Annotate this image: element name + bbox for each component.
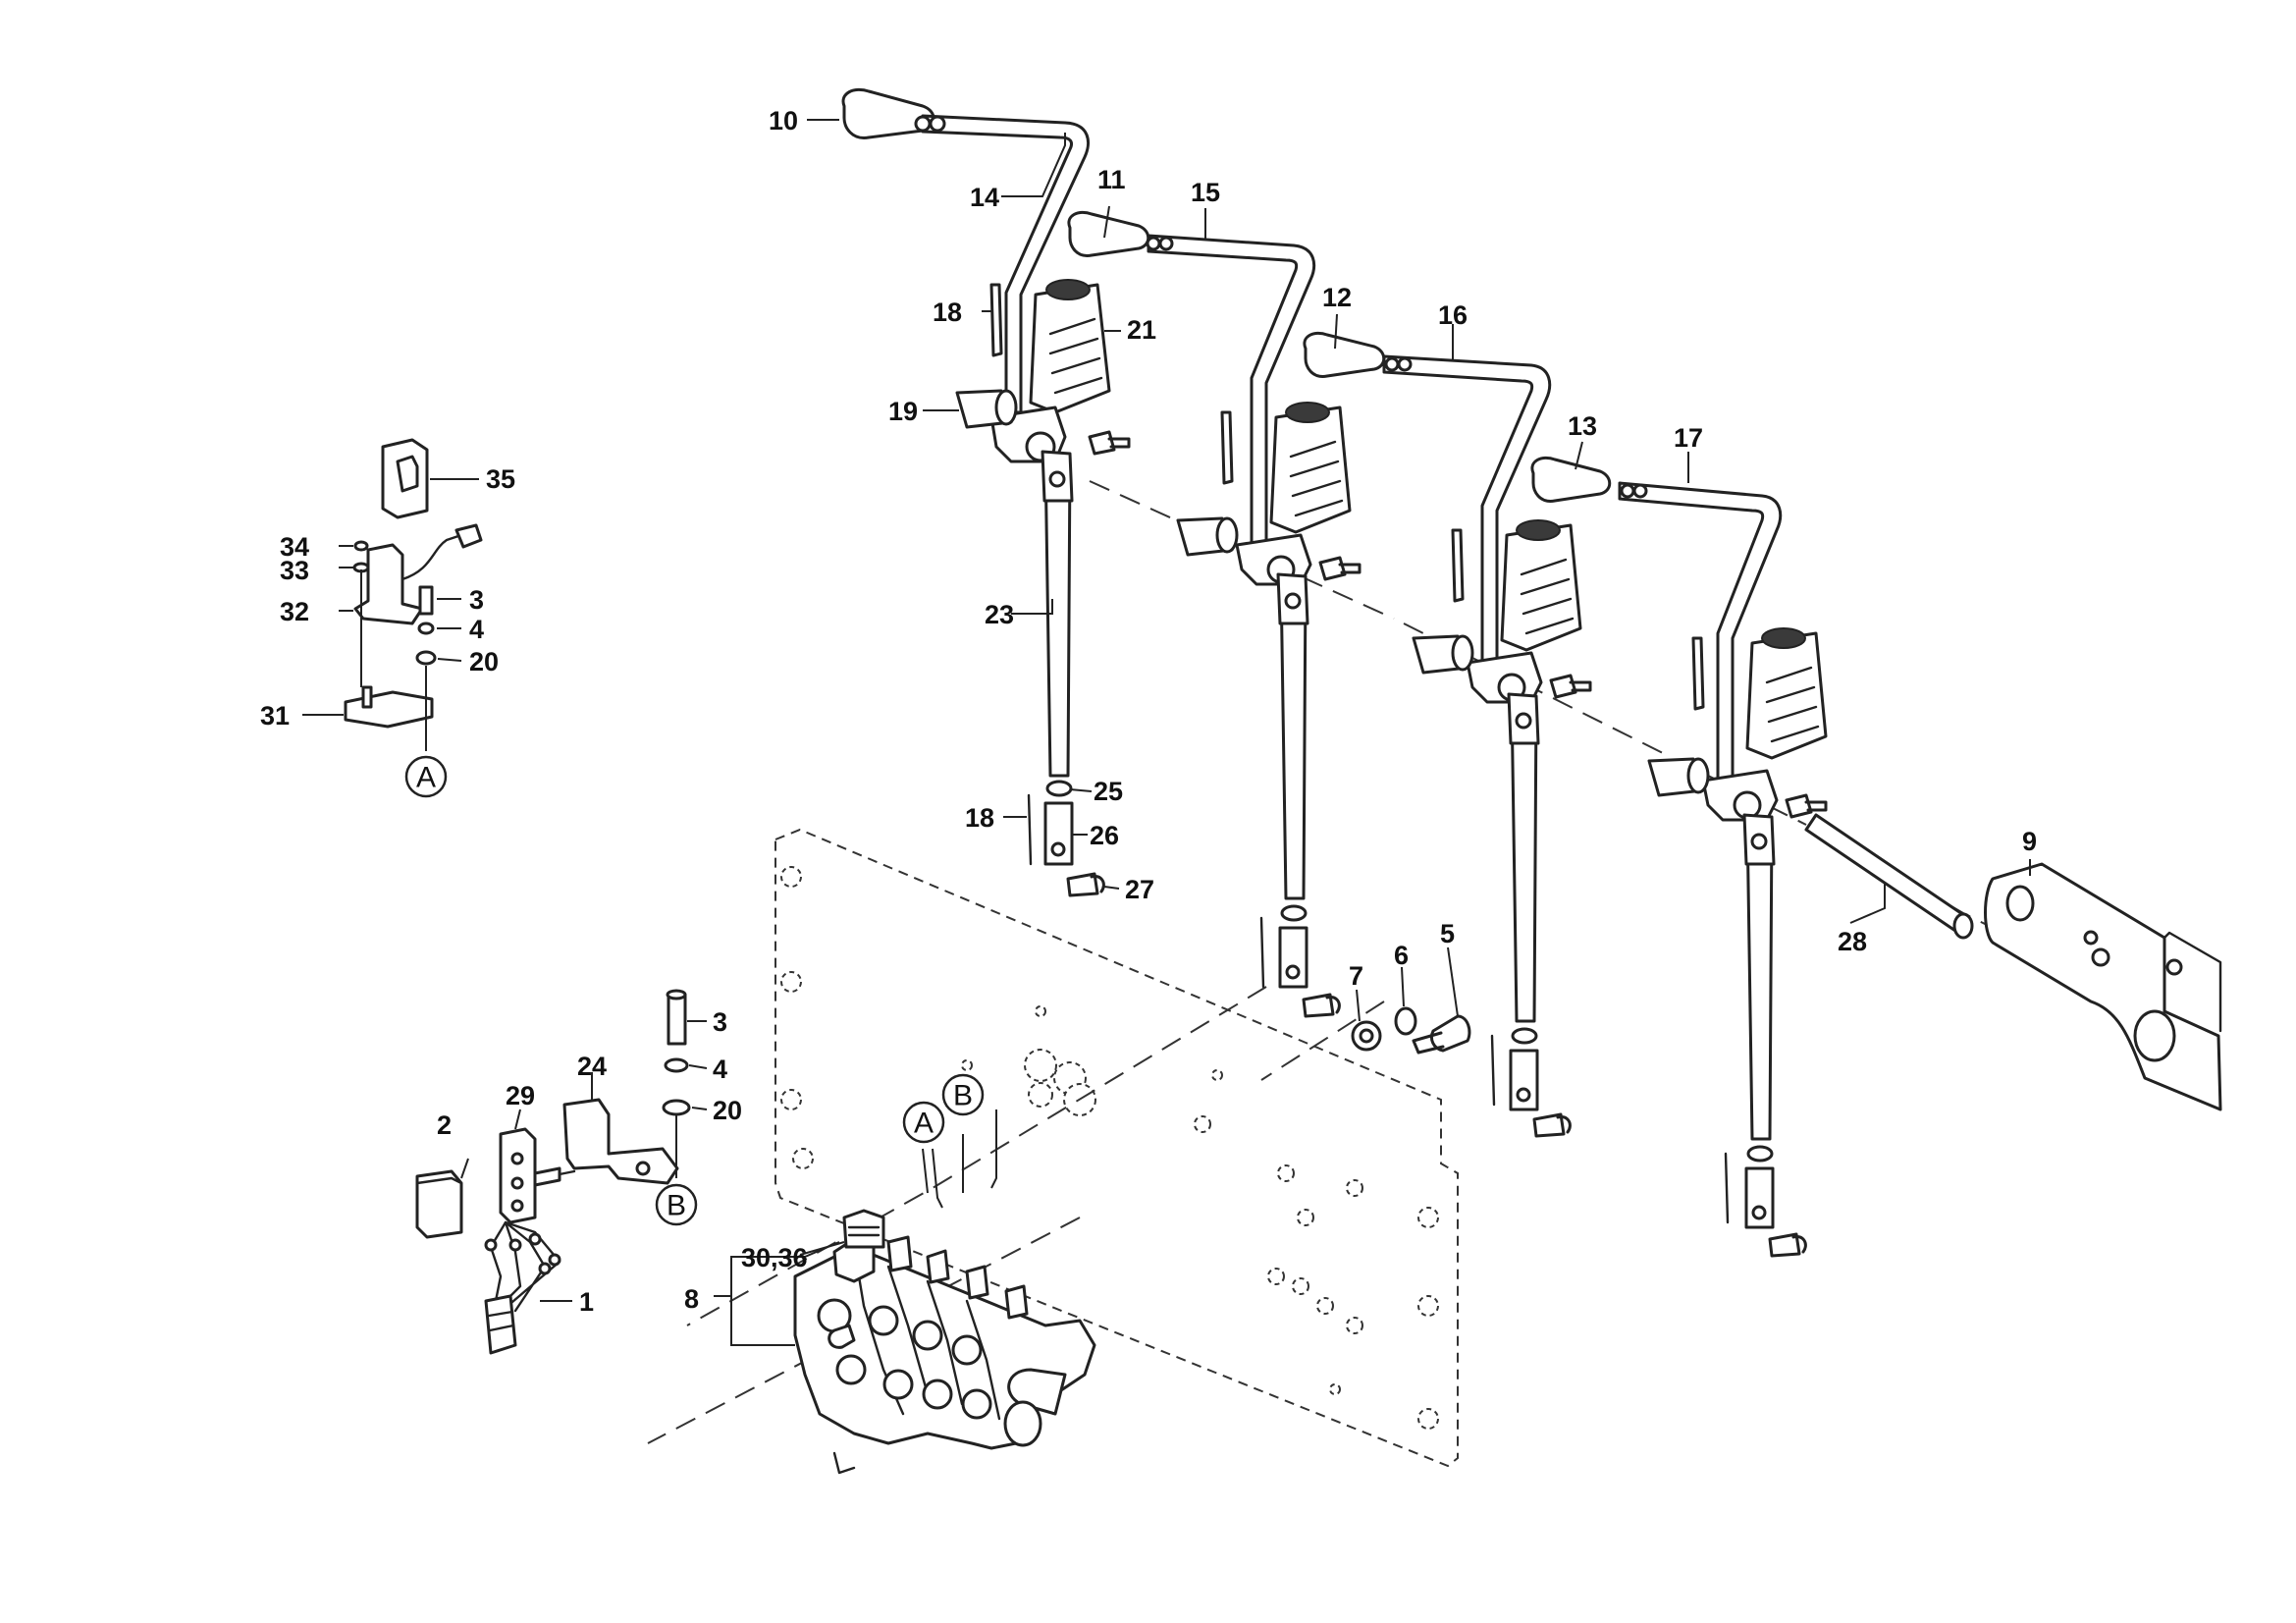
callout-4a: 4 xyxy=(469,615,484,644)
callout-30-36: 30,36 xyxy=(741,1243,808,1272)
mounting-hardware-group xyxy=(1351,1006,1471,1055)
callout-19: 19 xyxy=(888,397,918,426)
lock-washer-4 xyxy=(417,622,435,635)
callout-32: 32 xyxy=(280,597,309,626)
callout-2: 2 xyxy=(437,1110,452,1140)
callout-25: 25 xyxy=(1094,777,1123,806)
callout-31: 31 xyxy=(260,701,290,730)
callout-13: 13 xyxy=(1568,411,1597,441)
control-lever-assembly-3 xyxy=(1303,331,1592,1138)
callout-10: 10 xyxy=(769,106,798,135)
callout-12: 12 xyxy=(1322,283,1352,312)
mounting-plate xyxy=(774,828,1459,1468)
callout-35: 35 xyxy=(486,464,515,494)
lever-knob-11 xyxy=(1067,210,1150,257)
callout-11: 11 xyxy=(1097,165,1126,194)
callout-26: 26 xyxy=(1090,821,1119,850)
pivot-shaft-and-bracket xyxy=(1804,813,2222,1111)
callout-28: 28 xyxy=(1838,927,1867,956)
washer-20 xyxy=(415,650,437,666)
mounting-plate-holes xyxy=(780,866,1439,1430)
callout-17: 17 xyxy=(1674,423,1703,453)
callout-20a: 20 xyxy=(469,647,499,676)
callout-29: 29 xyxy=(506,1081,535,1110)
sensor-body-32 xyxy=(353,543,424,625)
callout-16: 16 xyxy=(1438,300,1468,330)
callout-7: 7 xyxy=(1349,961,1363,991)
link-rod-23 xyxy=(1043,455,1072,778)
ref-a-sensor: A xyxy=(416,762,436,794)
washer-20 xyxy=(662,1099,691,1116)
callout-21: 21 xyxy=(1127,315,1156,345)
callout-20b: 20 xyxy=(713,1096,742,1125)
lever-knob-12 xyxy=(1303,331,1386,378)
lock-washer-6 xyxy=(1394,1006,1417,1036)
callout-15: 15 xyxy=(1191,178,1220,207)
callout-8: 8 xyxy=(684,1284,699,1314)
spool-fitting-30-36 xyxy=(842,1209,885,1249)
connector-plug xyxy=(484,1294,517,1355)
callout-labels: 10 14 11 15 12 16 13 17 18 21 19 23 25 1… xyxy=(260,106,2037,1317)
control-lever-assembly-2 xyxy=(1067,210,1362,1018)
callout-1: 1 xyxy=(579,1287,594,1317)
lever-knob-13 xyxy=(1530,456,1612,503)
ref-a-valve: A xyxy=(914,1108,934,1140)
callout-34: 34 xyxy=(280,532,309,562)
callout-3b: 3 xyxy=(713,1007,727,1037)
control-lever-assembly-4 xyxy=(1530,456,1828,1258)
control-valve-block-8 xyxy=(793,1209,1096,1475)
ref-b-valve: B xyxy=(953,1080,973,1112)
bolt xyxy=(1088,430,1131,456)
callout-4b: 4 xyxy=(713,1055,727,1084)
callout-leader-lines xyxy=(302,119,2031,1346)
callout-5: 5 xyxy=(1440,919,1455,948)
reference-markers: A A B B xyxy=(404,755,985,1226)
nut-25 xyxy=(1045,780,1073,797)
callout-6: 6 xyxy=(1394,941,1409,970)
sensor-assembly xyxy=(344,438,483,751)
callout-18b: 18 xyxy=(965,803,994,833)
pivot-shaft-28 xyxy=(1804,813,1970,935)
ref-b-switch: B xyxy=(667,1190,686,1222)
callout-33: 33 xyxy=(280,556,309,585)
micro-switch-29 xyxy=(499,1127,537,1224)
lock-washer-4 xyxy=(664,1057,689,1073)
sensor-bracket-31 xyxy=(344,690,434,729)
pin-18 xyxy=(989,283,1003,357)
bolt-5 xyxy=(1412,1014,1471,1055)
callout-27: 27 xyxy=(1125,875,1154,904)
micro-switch-assembly xyxy=(415,989,691,1355)
clevis-pin xyxy=(1768,1232,1807,1258)
callout-24: 24 xyxy=(577,1052,607,1081)
callout-23: 23 xyxy=(985,600,1014,629)
sensor-cable xyxy=(400,533,463,581)
nut-34 xyxy=(353,540,369,552)
bolt-3 xyxy=(667,993,687,1046)
clevis-pin-27 xyxy=(1066,872,1105,897)
callout-3a: 3 xyxy=(469,585,484,615)
bolt-3 xyxy=(418,585,434,616)
callout-18a: 18 xyxy=(933,298,962,327)
switch-cover-2 xyxy=(415,1169,463,1239)
wire-harness-1 xyxy=(489,1220,561,1313)
callout-9: 9 xyxy=(2022,827,2037,856)
callout-14: 14 xyxy=(970,183,999,212)
switch-bracket-24 xyxy=(562,1098,679,1185)
control-lever-assembly-1 xyxy=(841,87,1131,897)
